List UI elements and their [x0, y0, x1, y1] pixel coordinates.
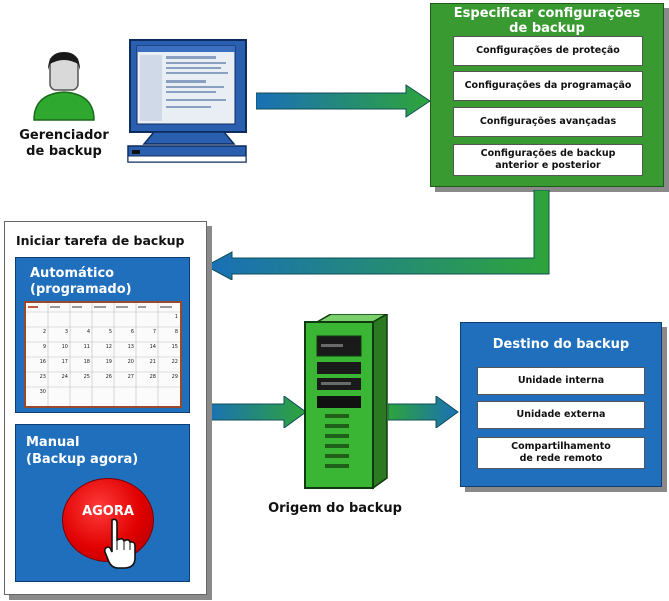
start-task-title: Iniciar tarefa de backup [16, 233, 185, 248]
manager-label: Gerenciador de backup [19, 128, 109, 159]
arrow-settings-to-start [204, 190, 550, 280]
svg-text:26: 26 [106, 374, 112, 380]
svg-text:13: 13 [128, 344, 134, 350]
automatic-sublabel: (programado) [30, 282, 132, 297]
svg-text:3: 3 [65, 329, 68, 335]
pointer-hand-icon [104, 518, 136, 569]
svg-text:2: 2 [43, 329, 46, 335]
arrow-start-to-source [206, 396, 307, 428]
external-drive-item: Unidade externa [477, 401, 645, 429]
svg-text:18: 18 [84, 359, 90, 365]
remote-network-share-item: Compartilhamento de rede remoto [477, 437, 645, 469]
svg-text:11: 11 [84, 344, 90, 350]
advanced-settings-item: Configurações avançadas [453, 107, 643, 137]
arrow-computer-to-settings [256, 84, 431, 118]
svg-text:6: 6 [131, 329, 134, 335]
svg-text:16: 16 [40, 359, 46, 365]
svg-text:17: 17 [62, 359, 68, 365]
svg-text:10: 10 [62, 344, 68, 350]
manual-sublabel: (Backup agora) [26, 452, 139, 467]
schedule-settings-item: Configurações da programação [453, 71, 643, 101]
computer-icon [127, 39, 247, 163]
svg-text:24: 24 [62, 374, 68, 380]
svg-text:12: 12 [106, 344, 112, 350]
svg-text:29: 29 [172, 374, 178, 380]
svg-text:25: 25 [84, 374, 90, 380]
svg-text:20: 20 [128, 359, 134, 365]
svg-text:19: 19 [106, 359, 112, 365]
svg-text:4: 4 [87, 329, 90, 335]
backup-source-label: Origem do backup [268, 501, 402, 516]
settings-title-line2: de backup [509, 21, 585, 36]
svg-text:22: 22 [172, 359, 178, 365]
backup-destination-panel: Destino do backup Unidade interna Unidad… [460, 322, 662, 487]
server-icon [304, 314, 389, 490]
automatic-label: Automático [30, 266, 115, 281]
user-icon [33, 52, 95, 121]
svg-text:21: 21 [150, 359, 156, 365]
svg-text:1: 1 [175, 314, 178, 320]
svg-text:30: 30 [40, 389, 46, 395]
svg-text:14: 14 [150, 344, 156, 350]
svg-text:23: 23 [40, 374, 46, 380]
protection-settings-item: Configurações de proteção [453, 36, 643, 66]
internal-drive-item: Unidade interna [477, 367, 645, 395]
backup-settings-panel: Especificar configurações de backup Conf… [430, 3, 664, 187]
settings-title-line1: Especificar configurações [453, 6, 641, 21]
manual-label: Manual [26, 435, 80, 450]
svg-text:8: 8 [175, 329, 178, 335]
svg-text:27: 27 [128, 374, 134, 380]
svg-text:15: 15 [172, 344, 178, 350]
pre-post-settings-item: Configurações de backup anterior e poste… [453, 144, 643, 176]
svg-text:9: 9 [43, 344, 46, 350]
svg-text:7: 7 [153, 329, 156, 335]
svg-text:5: 5 [109, 329, 112, 335]
arrow-source-to-destination [388, 396, 459, 428]
svg-text:28: 28 [150, 374, 156, 380]
destination-title: Destino do backup [492, 337, 630, 352]
